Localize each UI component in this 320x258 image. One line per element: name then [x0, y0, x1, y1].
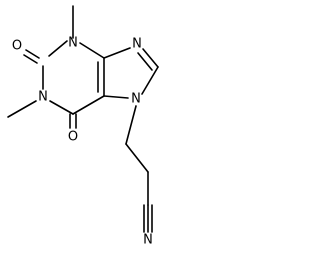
- bond-n9-c8-b: [137, 52, 153, 71]
- chemical-structure-diagram: O N N N O N N: [7, 5, 159, 248]
- bond-c4-n3: [79, 42, 105, 59]
- atom-labels: O N N N O N N: [12, 36, 153, 248]
- bond-c2-o-a: [25, 49, 40, 59]
- bond-c8-n7: [141, 66, 159, 95]
- bond-ch2-ch2: [125, 143, 149, 173]
- atom-n-methyl-top: N: [68, 36, 78, 51]
- bond-n9-c8-a: [142, 48, 159, 68]
- bond-n3-c2: [48, 40, 68, 57]
- bond-n1-c6: [49, 100, 74, 115]
- atom-n-imidazole-bottom: N: [131, 92, 141, 107]
- bond-c2-o-b: [23, 54, 38, 64]
- bond-c4-n9: [103, 47, 131, 59]
- atom-n-nitrile: N: [143, 233, 153, 248]
- bond-n1-methyl: [7, 100, 37, 118]
- bond-n7-ch2: [125, 105, 137, 145]
- bond-n7-c5: [103, 95, 129, 99]
- atom-o-top: O: [12, 39, 22, 54]
- atom-n-imidazole-top: N: [132, 37, 142, 52]
- bond-c6-c5: [72, 95, 105, 115]
- bonds: [7, 5, 159, 233]
- atom-o-bottom: O: [68, 130, 78, 145]
- atom-n-methyl-left: N: [38, 90, 48, 105]
